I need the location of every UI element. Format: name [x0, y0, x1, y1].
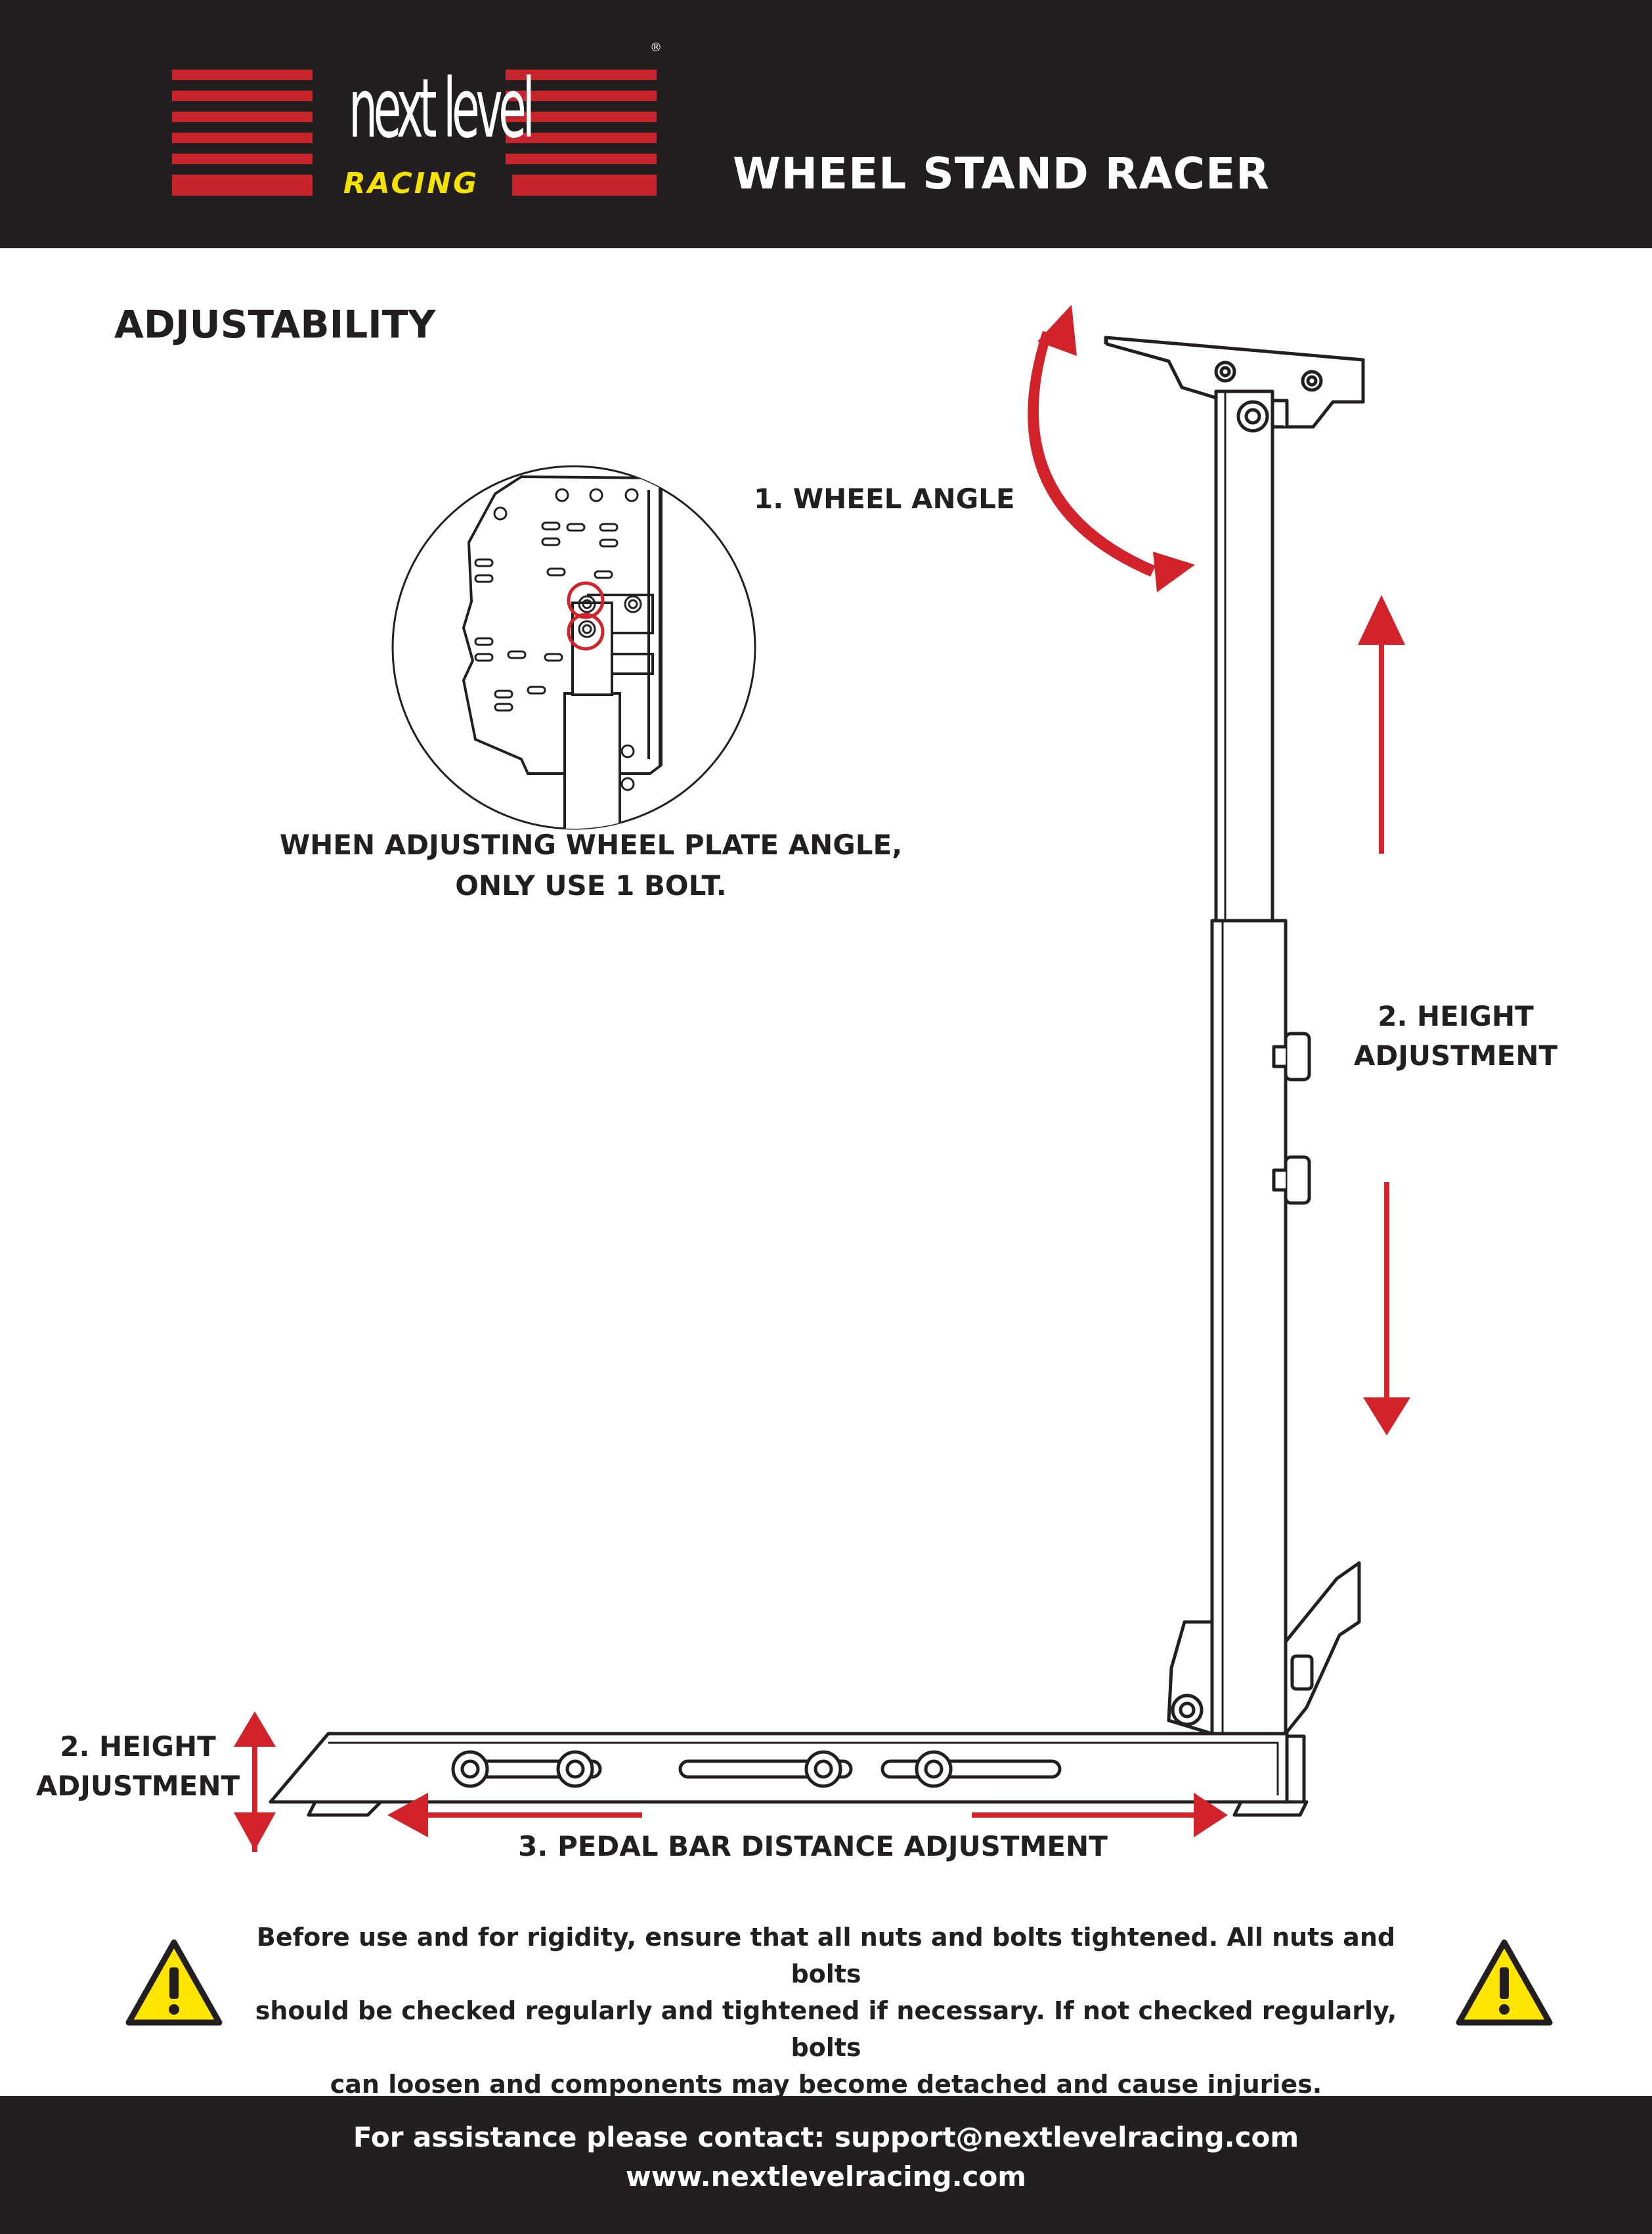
section-title: ADJUSTABILITY	[114, 302, 436, 347]
product-title: WHEEL STAND RACER	[733, 148, 1270, 199]
brand-logo[interactable]: next level RACING	[169, 63, 659, 201]
height-label-left-line-1: 2. HEIGHT	[60, 1730, 216, 1763]
registered-mark: ®	[650, 41, 662, 55]
logo-racing: RACING	[343, 167, 479, 200]
note-line-1: WHEN ADJUSTING WHEEL PLATE ANGLE,	[279, 829, 903, 861]
support-contact[interactable]: For assistance please contact: support@n…	[353, 2121, 1299, 2153]
wheel-plate-angle-note: WHEN ADJUSTING WHEEL PLATE ANGLE, ONLY U…	[197, 825, 985, 906]
height-label-right-line-1: 2. HEIGHT	[1378, 1000, 1534, 1032]
logo-wordmark: next level	[349, 62, 535, 156]
height-label-right-line-2: ADJUSTMENT	[1353, 1040, 1558, 1072]
wheel-plate-detail-illustration	[391, 465, 756, 830]
warning-line-2: should be checked regularly and tightene…	[255, 1996, 1397, 2062]
note-line-2: ONLY USE 1 BOLT.	[455, 869, 727, 902]
height-adjustment-label-right: 2. HEIGHT ADJUSTMENT	[1334, 997, 1577, 1076]
safety-warning-text: Before use and for rigidity, ensure that…	[223, 1919, 1429, 2103]
height-label-left-line-2: ADJUSTMENT	[35, 1770, 240, 1802]
height-adjustment-label-left: 2. HEIGHT ADJUSTMENT	[13, 1727, 263, 1806]
pedal-bar-distance-label: 3. PEDAL BAR DISTANCE ADJUSTMENT	[518, 1830, 1108, 1862]
logo-stripes	[172, 70, 657, 196]
wheel-angle-label: 1. WHEEL ANGLE	[754, 483, 1015, 515]
footer-bar: For assistance please contact: support@n…	[0, 2096, 1652, 2234]
header-bar: next level RACING ® WHEEL STAND RACER	[0, 0, 1652, 248]
warning-line-1: Before use and for rigidity, ensure that…	[256, 1923, 1396, 1988]
warning-icon-left	[125, 1939, 223, 2026]
website-link[interactable]: www.nextlevelracing.com	[625, 2160, 1027, 2193]
warning-icon-right	[1456, 1939, 1553, 2026]
warning-line-3: can loosen and components may become det…	[330, 2070, 1322, 2099]
